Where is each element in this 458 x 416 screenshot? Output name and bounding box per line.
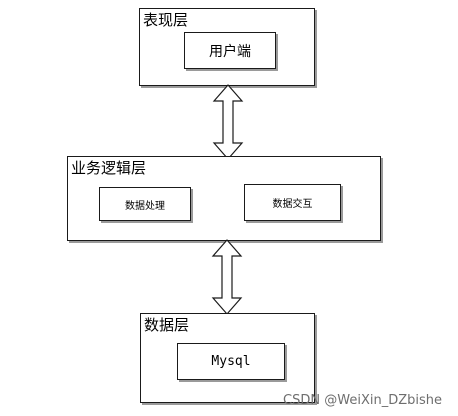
- client-box-label: 用户端: [209, 43, 251, 60]
- mysql-label: Mysql: [211, 354, 251, 369]
- presentation-layer-box: 表现层 用户端: [139, 8, 315, 86]
- data-layer-title: 数据层: [144, 316, 190, 334]
- data-processing-box: 数据处理: [99, 187, 191, 221]
- business-logic-layer-title: 业务逻辑层: [71, 159, 147, 177]
- presentation-layer-title: 表现层: [143, 11, 189, 29]
- watermark: CSDN @WeiXin_DZbishe: [283, 393, 442, 408]
- data-layer-box: 数据层 Mysql: [140, 313, 315, 403]
- double-arrow-icon: [212, 84, 244, 160]
- data-exchange-label: 数据交互: [272, 199, 313, 210]
- mysql-box: Mysql: [177, 343, 285, 380]
- business-logic-layer-box: 业务逻辑层 数据处理 数据交互: [67, 156, 381, 241]
- data-exchange-box: 数据交互: [244, 184, 341, 221]
- double-arrow-icon: [211, 239, 243, 315]
- client-box: 用户端: [184, 32, 276, 69]
- data-processing-label: 数据处理: [125, 200, 165, 212]
